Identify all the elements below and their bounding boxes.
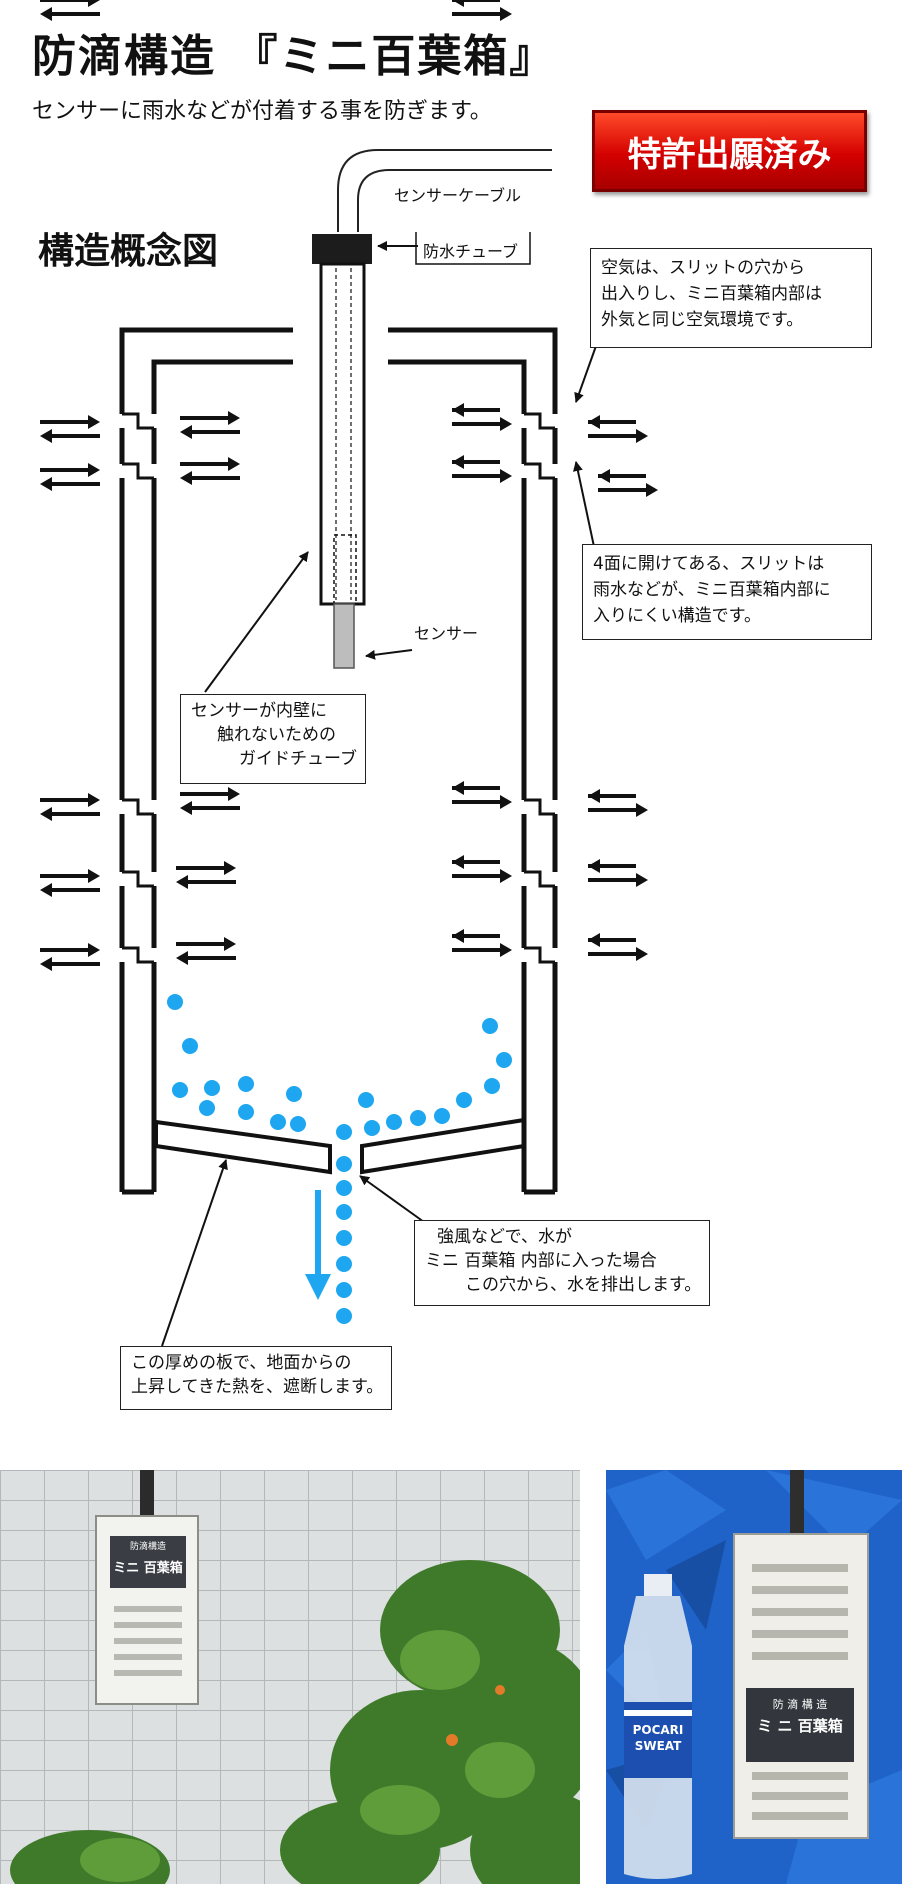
callout-air: 空気は、スリットの穴から出入りし、ミニ百葉箱内部は外気と同じ空気環境です。 [590,248,872,348]
callout-plate: この厚めの板で、地面からの上昇してきた熱を、遮断します。 [120,1346,392,1410]
drain-arrow [305,1190,331,1300]
sensor-body [333,603,355,669]
photo-tarp-scene [606,1470,902,1884]
waterproof-tube [312,234,372,264]
label-waterproof-tube: 防水チューブ [423,242,519,261]
page-subtitle: センサーに雨水などが付着する事を防ぎます。 [32,99,492,124]
photo-wall-mounted: 防滴構造 ミニ 百葉箱 [0,1470,580,1884]
right-nameplate: 防 滴 構 造 ミ ニ 百葉箱 [757,1698,843,1735]
photo-size-comparison: 防 滴 構 造 ミ ニ 百葉箱 POCARI SWEAT [606,1470,902,1884]
structure-diagram [38,0,660,1347]
bottom-plate [154,1117,526,1175]
patent-badge: 特許出願済み [592,110,867,192]
photo-wall-scene [0,1470,580,1884]
callout-drain: 強風などで、水が ミニ 百葉箱 内部に入った場合 この穴から、水を排出します。 [414,1220,710,1306]
box-walls [119,327,558,1195]
page-title: 防滴構造 『ミニ百葉箱』 [32,31,556,82]
wall-slits [119,412,559,964]
label-sensor-cable: センサーケーブル [394,186,522,205]
callout-slits: 4面に開けてある、スリットは雨水などが、ミニ百葉箱内部に入りにくい構造です。 [582,544,872,640]
label-sensor: センサー [414,624,479,643]
concept-heading: 構造概念図 [38,231,219,272]
airflow-arrows [38,0,660,973]
water-drops [167,994,512,1324]
bottle-label: POCARI SWEAT [632,1723,684,1753]
sensor-cable [337,149,552,232]
guide-tube [319,262,366,606]
callout-guide-tube: センサーが内壁に 触れないための ガイドチューブ [180,694,366,784]
left-nameplate: 防滴構造 ミニ 百葉箱 [113,1542,183,1576]
